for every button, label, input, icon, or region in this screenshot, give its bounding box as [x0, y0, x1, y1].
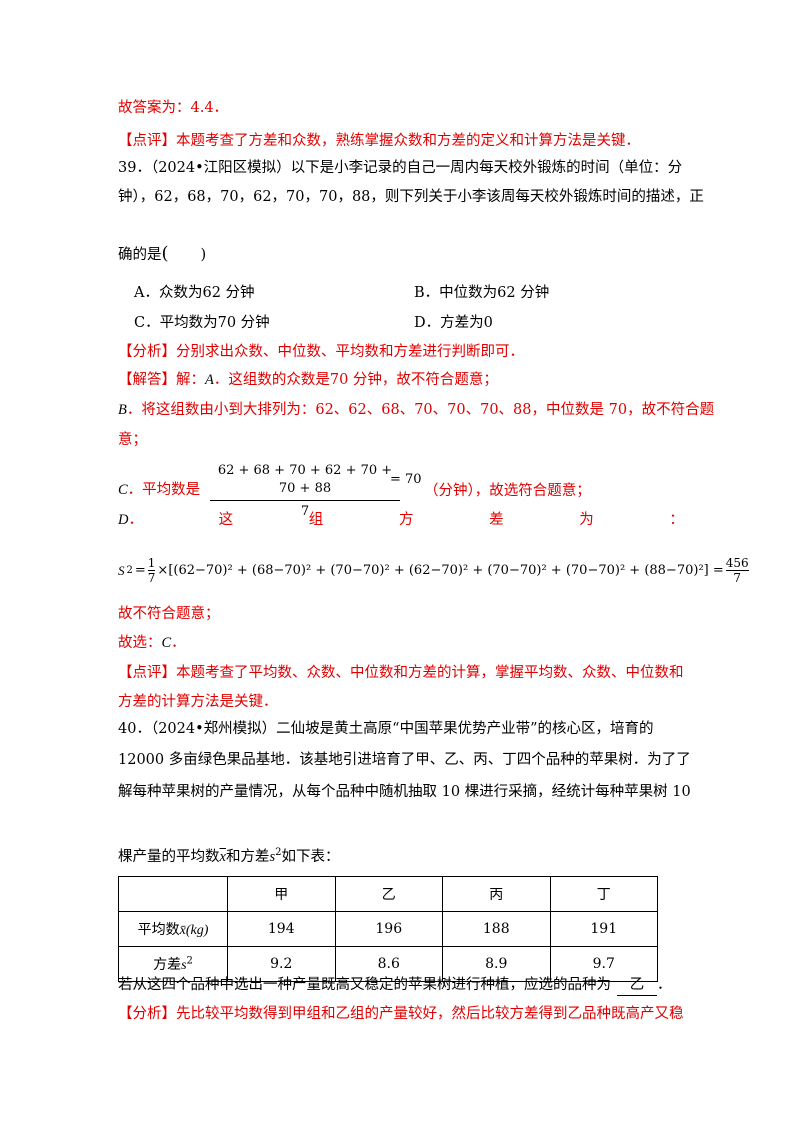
q39-choice: 故选：C． [118, 635, 186, 651]
table-cell: 191 [549, 911, 658, 947]
q39-solution-a: 【解答】解：A．这组数的众数是70 分钟，故不符合题意； [118, 372, 498, 388]
q39-comment-line2: 方差的计算方法是关键． [118, 694, 278, 710]
q39-solution-c: C．平均数是 [118, 482, 201, 498]
table-cell: 196 [334, 911, 443, 947]
table-header-cell: 甲 [227, 876, 336, 912]
variance-body: ×[(62−70)² + (68−70)² + (70−70)² + (62−7… [157, 562, 724, 578]
table-row: 平均数x̄(kg) 194 196 188 191 [118, 911, 658, 947]
table-cell: 9.7 [549, 946, 658, 982]
answer-paren-open: ( [161, 243, 169, 264]
table-row: 方差s2 9.2 8.6 8.9 9.7 [118, 946, 658, 982]
q39-solution-d-lead: D． 这 组 方 差 为 ： [118, 512, 684, 528]
q39-option-a: A．众数为62 分钟 [134, 285, 255, 301]
table-cell: 8.6 [334, 946, 443, 982]
q40-analysis: 【分析】先比较平均数得到甲组和乙组的产量较好，然后比较方差得到乙品种既高产又稳 [118, 1006, 684, 1022]
comment-tag: 【点评】 [118, 133, 176, 149]
q40-stem-line4: 棵产量的平均数x和方差s2如下表： [118, 847, 340, 865]
row-label-variance: 方差s2 [118, 946, 228, 982]
stats-table: 甲 乙 丙 丁 平均数x̄(kg) 194 196 188 191 方差s2 9… [118, 876, 658, 982]
mean-numerator: 62 + 68 + 70 + 62 + 70 + 70 + 88 [217, 463, 393, 496]
q39-solution-c-tail: （分钟），故选符合题意； [424, 483, 591, 499]
answer-paren-close: ) [200, 247, 207, 263]
q40-stem-line2: 12000 多亩绿色果品基地．该基地引进培育了甲、乙、丙、丁四个品种的苹果树．为… [118, 752, 691, 768]
table-cell: 194 [227, 911, 336, 947]
q40-stem-line1: 40．（2024•郑州模拟）二仙坡是黄土高原“中国苹果优势产业带”的核心区，培育… [118, 721, 654, 737]
q39-option-d: D．方差为0 [414, 315, 493, 331]
table-header-row: 甲 乙 丙 丁 [118, 876, 658, 912]
table-cell: 188 [442, 911, 551, 947]
q39-stem-line3: 确的是() [118, 243, 207, 264]
mean-denominator: 7 [300, 504, 310, 519]
table-header-cell: 丙 [442, 876, 551, 912]
mean-fraction: 62 + 68 + 70 + 62 + 70 + 70 + 88 7 [210, 462, 400, 521]
q39-comment-line1: 【点评】本题考查了平均数、众数、中位数和方差的计算，掌握平均数、众数、中位数和 [118, 665, 684, 681]
comment-text: 本题考查了方差和众数，熟练掌握众数和方差的定义和计算方法是关键． [176, 133, 640, 149]
q39-solution-b-line2: 意； [118, 432, 147, 448]
q40-answer: 乙 [617, 975, 657, 996]
q39-stem-line2: 钟），62，68，70，62，70，70，88，则下列关于小李该周每天校外锻炼时… [118, 189, 704, 205]
q39-option-c: C．平均数为70 分钟 [134, 315, 270, 331]
row-label-mean: 平均数x̄(kg) [118, 911, 228, 947]
prev-answer: 故答案为：4.4． [118, 100, 229, 116]
table-header-cell: 丁 [549, 876, 658, 912]
q39-option-b: B．中位数为62 分钟 [414, 285, 550, 301]
table-header-cell: 乙 [334, 876, 443, 912]
q39-stem-line1: 39．（2024•江阳区模拟）以下是小李记录的自己一周内每天校外锻炼的时间（单位… [118, 160, 683, 176]
table-cell: 9.2 [227, 946, 336, 982]
q40-question-line: 若从这四个品种中选出一种产量既高又稳定的苹果树进行种植，应选的品种为乙． [118, 975, 672, 996]
prev-comment: 【点评】本题考查了方差和众数，熟练掌握众数和方差的定义和计算方法是关键． [118, 131, 640, 151]
q40-stem-line3: 解每种苹果树的产量情况，从每个品种中随机抽取 10 棵进行采摘，经统计每种苹果树… [118, 784, 691, 800]
q39-analysis: 【分析】分别求出众数、中位数、平均数和方差进行判断即可． [118, 344, 524, 360]
mean-result: = 70 [390, 472, 422, 487]
q39-solution-b-line1: B．将这组数由小到大排列为：62、62、68、70、70、70、88，中位数是 … [118, 402, 715, 418]
q39-solution-d-end: 故不符合题意； [118, 606, 220, 622]
table-header-cell [118, 876, 228, 912]
table-cell: 8.9 [442, 946, 551, 982]
